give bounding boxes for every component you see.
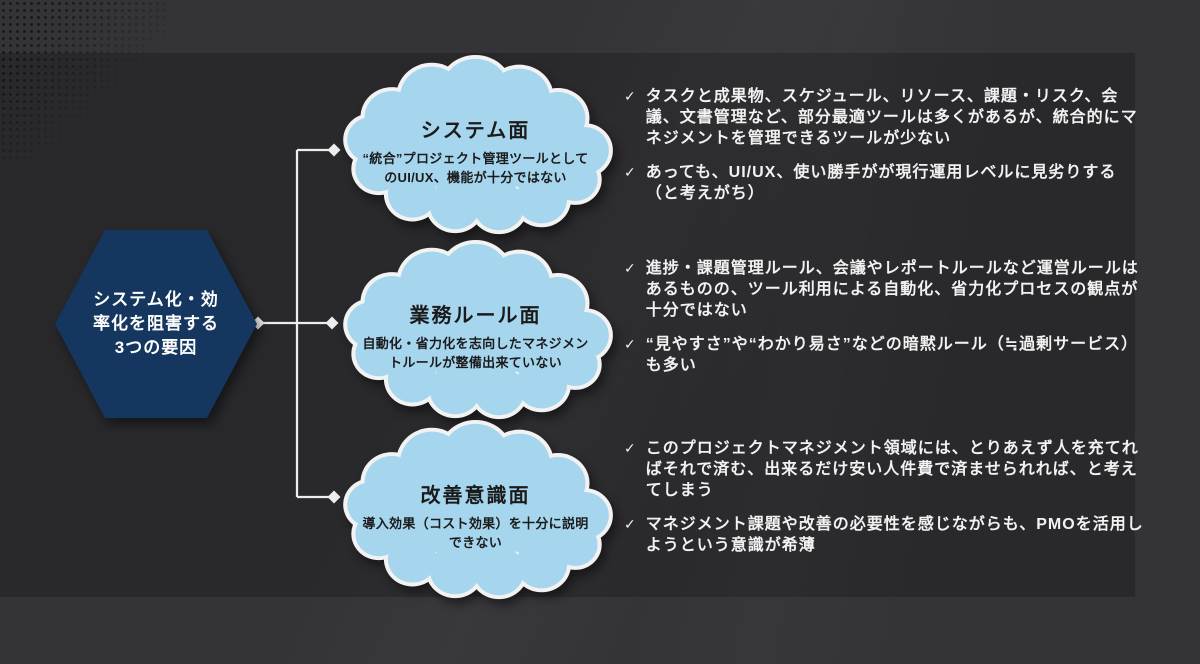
check-icon: ✓ (624, 336, 636, 352)
cloud-system: システム面 “統合”プロジェクト管理ツールとしてのUI/UX、機能が十分ではない (333, 53, 618, 238)
cloud-business-rules: 業務ルール面 自動化・省力化を志向したマネジメントルールが整備出来ていない (333, 238, 618, 423)
check-icon: ✓ (624, 88, 636, 104)
bullet-item: ✓ タスクと成果物、スケジュール、リソース、課題・リスク、会議、文書管理など、部… (624, 86, 1144, 149)
bullet-text: このプロジェクトマネジメント領域には、とりあえず人を充てればそれで済む、出来るだ… (645, 440, 1139, 499)
bullet-item: ✓ “見やすさ”や“わかり易さ”などの暗黙ルール（≒過剰サービス）も多い (624, 334, 1144, 376)
bullet-text: 進捗・課題管理ルール、会議やレポートルールなど運営ルールはあるものの、ツール利用… (645, 260, 1139, 319)
bullet-item: ✓ 進捗・課題管理ルール、会議やレポートルールなど運営ルールはあるものの、ツール… (624, 258, 1144, 321)
bullet-item: ✓ このプロジェクトマネジメント領域には、とりあえず人を充てればそれで済む、出来… (624, 438, 1144, 501)
cloud-improvement-awareness-desc: 導入効果（コスト効果）を十分に説明できない (362, 516, 589, 550)
check-icon: ✓ (624, 260, 636, 276)
cloud-business-rules-title: 業務ルール面 (409, 305, 542, 327)
bullet-group-system: ✓ タスクと成果物、スケジュール、リソース、課題・リスク、会議、文書管理など、部… (624, 86, 1144, 204)
bullet-item: ✓ マネジメント課題や改善の必要性を感じながらも、PMOを活用しようという意識が… (624, 514, 1144, 556)
bullet-text: あっても、UI/UX、使い勝手がが現行運用レベルに見劣りする（と考えがち） (645, 164, 1117, 202)
bullet-item: ✓ あっても、UI/UX、使い勝手がが現行運用レベルに見劣りする（と考えがち） (624, 162, 1144, 204)
bullet-text: “見やすさ”や“わかり易さ”などの暗黙ルール（≒過剰サービス）も多い (645, 336, 1139, 374)
check-icon: ✓ (624, 440, 636, 456)
bullet-group-business-rules: ✓ 進捗・課題管理ルール、会議やレポートルールなど運営ルールはあるものの、ツール… (624, 258, 1144, 376)
bullet-text: タスクと成果物、スケジュール、リソース、課題・リスク、会議、文書管理など、部分最… (645, 88, 1138, 147)
cloud-system-title: システム面 (420, 120, 531, 142)
bullet-group-improvement-awareness: ✓ このプロジェクトマネジメント領域には、とりあえず人を充てればそれで済む、出来… (624, 438, 1144, 556)
check-icon: ✓ (624, 516, 636, 532)
hexagon-cause-label: システム化・効 率化を阻害する 3つの要因 (53, 228, 259, 420)
hexagon-shape (55, 230, 257, 418)
hexagon-title: システム化・効 率化を阻害する 3つの要因 (93, 290, 219, 357)
cloud-improvement-awareness-title: 改善意識面 (420, 485, 531, 507)
cloud-system-desc: “統合”プロジェクト管理ツールとしてのUI/UX、機能が十分ではない (362, 151, 589, 185)
cloud-business-rules-desc: 自動化・省力化を志向したマネジメントルールが整備出来ていない (362, 336, 589, 370)
check-icon: ✓ (624, 164, 636, 180)
corner-dot-pattern (0, 0, 170, 160)
bullet-text: マネジメント課題や改善の必要性を感じながらも、PMOを活用しようという意識が希薄 (645, 516, 1144, 554)
cloud-improvement-awareness: 改善意識面 導入効果（コスト効果）を十分に説明できない (333, 418, 618, 603)
